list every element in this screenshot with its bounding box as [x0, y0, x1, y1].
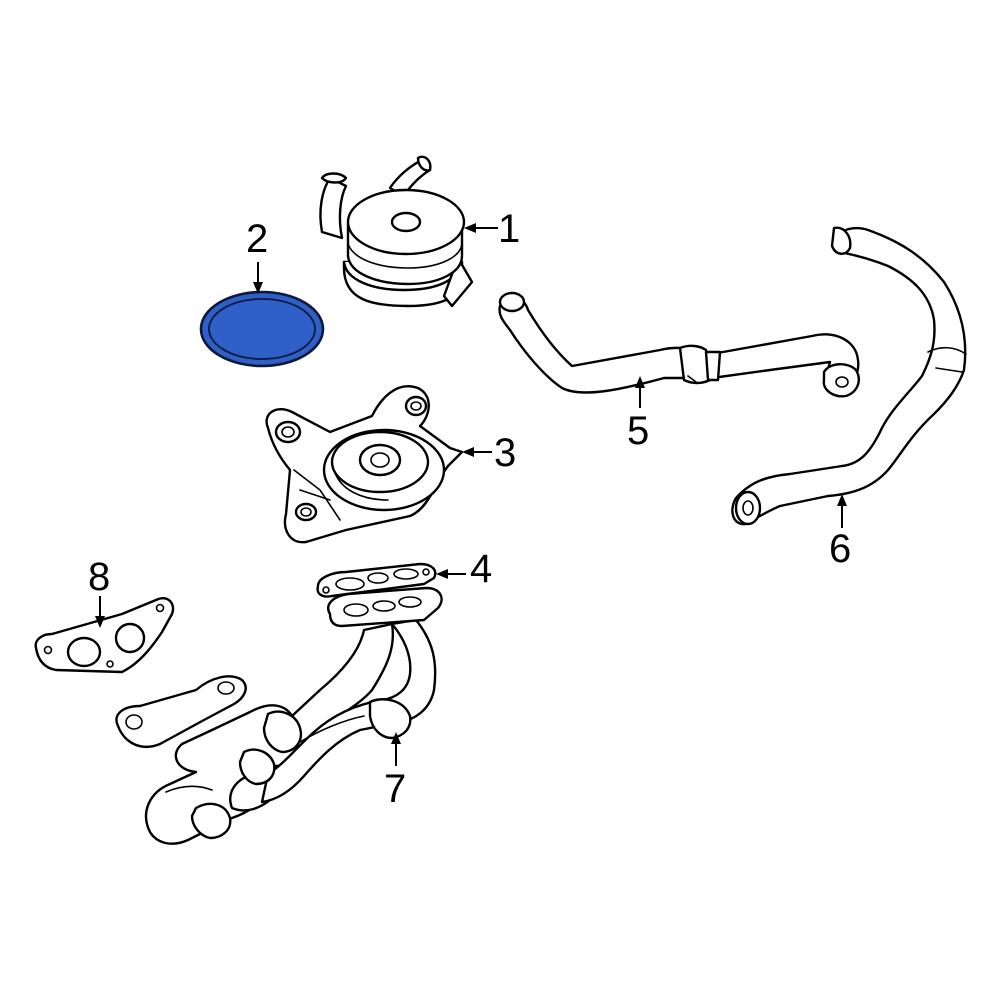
part-5-oil-pipe[interactable] [498, 291, 860, 398]
part-6-coolant-hose[interactable] [731, 226, 967, 526]
callout-labels: 1 2 3 4 5 6 7 8 [88, 207, 851, 811]
leader-lines [95, 223, 847, 766]
callout-4: 4 [470, 547, 492, 591]
callout-8: 8 [88, 555, 110, 599]
part-1-oil-cooler[interactable] [319, 155, 474, 308]
callout-2: 2 [246, 217, 268, 261]
part-4-gasket-plate[interactable] [316, 562, 437, 598]
part-2-gasket[interactable] [199, 290, 325, 368]
callout-6: 6 [829, 527, 851, 571]
callout-3: 3 [494, 431, 516, 475]
callout-5: 5 [627, 409, 649, 453]
callout-7: 7 [384, 767, 406, 811]
part-8-flange-gasket[interactable] [34, 597, 175, 674]
callout-1: 1 [498, 207, 520, 251]
part-7-pipe-assembly[interactable] [115, 586, 443, 845]
part-3-bracket[interactable] [265, 385, 464, 544]
